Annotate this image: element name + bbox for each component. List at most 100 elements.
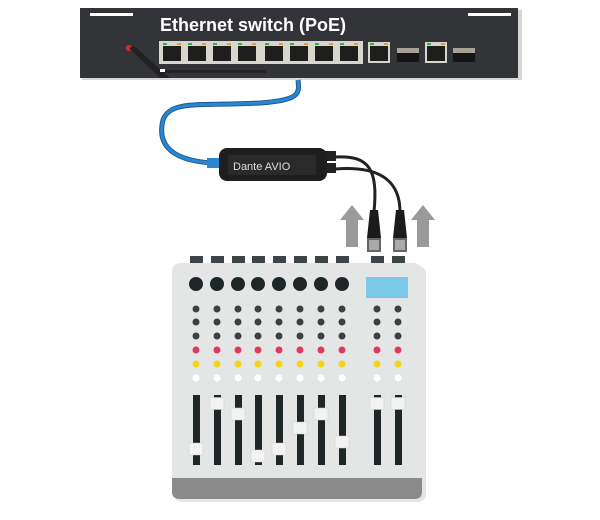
ethernet-port — [338, 42, 360, 63]
input-jack — [252, 256, 265, 263]
led-indicator — [234, 374, 242, 382]
knob-small[interactable] — [213, 332, 221, 340]
input-jack — [336, 256, 349, 263]
dante-avio-adapter: Dante AVIO — [219, 148, 336, 181]
knob-small[interactable] — [234, 332, 242, 340]
ethernet-port — [313, 42, 335, 63]
led-indicator — [338, 346, 346, 354]
led-indicator — [394, 374, 402, 382]
knob-small[interactable] — [373, 318, 381, 326]
fader-track — [374, 395, 381, 465]
input-jack — [371, 256, 384, 263]
fader-handle[interactable] — [271, 442, 287, 456]
knob-small[interactable] — [296, 332, 304, 340]
led-indicator — [394, 360, 402, 368]
knob-small[interactable] — [317, 318, 325, 326]
fader-handle[interactable] — [188, 442, 204, 456]
xlr-cable-1 — [334, 155, 377, 213]
knob-icon[interactable] — [210, 277, 224, 291]
rj45-plug — [207, 158, 220, 168]
channel-strip — [313, 256, 329, 465]
knob-small[interactable] — [296, 318, 304, 326]
led-indicator — [254, 360, 262, 368]
knob-small[interactable] — [192, 318, 200, 326]
knob-small[interactable] — [275, 305, 283, 313]
led-indicator — [373, 374, 381, 382]
fader-handle[interactable] — [390, 397, 406, 410]
knob-icon[interactable] — [335, 277, 349, 291]
adapter-label: Dante AVIO — [233, 161, 291, 173]
knob-small[interactable] — [192, 332, 200, 340]
knob-small[interactable] — [338, 332, 346, 340]
knob-icon[interactable] — [293, 277, 307, 291]
fader-handle[interactable] — [250, 449, 266, 463]
knob-small[interactable] — [254, 305, 262, 313]
knob-small[interactable] — [394, 332, 402, 340]
knob-icon[interactable] — [189, 277, 203, 291]
fader-handle[interactable] — [292, 421, 308, 435]
knob-small[interactable] — [317, 332, 325, 340]
channel-strip — [230, 256, 246, 465]
knob-small[interactable] — [338, 318, 346, 326]
knob-small[interactable] — [234, 305, 242, 313]
knob-small[interactable] — [373, 332, 381, 340]
fader-handle[interactable] — [369, 397, 385, 410]
fader-track — [318, 395, 325, 465]
knob-icon[interactable] — [251, 277, 265, 291]
fader-track — [193, 395, 200, 465]
knob-small[interactable] — [394, 318, 402, 326]
knob-icon[interactable] — [314, 277, 328, 291]
led-indicator — [254, 346, 262, 354]
led-indicator — [296, 374, 304, 382]
knob-small[interactable] — [213, 318, 221, 326]
led-indicator — [275, 346, 283, 354]
knob-small[interactable] — [338, 305, 346, 313]
led-indicator — [213, 360, 221, 368]
led-indicator — [192, 346, 200, 354]
fader-track — [276, 395, 283, 465]
knob-small[interactable] — [254, 318, 262, 326]
fader-handle[interactable] — [230, 407, 246, 421]
ethernet-port — [368, 42, 390, 63]
led-indicator — [213, 374, 221, 382]
knob-small[interactable] — [275, 318, 283, 326]
fader-track — [235, 395, 242, 465]
master-channel-strip — [369, 256, 385, 465]
knob-small[interactable] — [296, 305, 304, 313]
led-indicator — [317, 374, 325, 382]
knob-small[interactable] — [373, 305, 381, 313]
fader-handle[interactable] — [334, 435, 350, 449]
led-indicator — [192, 360, 200, 368]
led-indicator — [234, 360, 242, 368]
sfp-slot — [453, 48, 475, 62]
led-indicator — [373, 360, 381, 368]
led-indicator — [394, 346, 402, 354]
knob-small[interactable] — [275, 332, 283, 340]
input-jack — [211, 256, 224, 263]
switch-title: Ethernet switch (PoE) — [160, 15, 346, 35]
xlr-connector-2 — [393, 210, 407, 252]
fader-handle[interactable] — [313, 407, 329, 421]
knob-icon[interactable] — [231, 277, 245, 291]
xlr-cable-2 — [334, 166, 402, 213]
led-indicator — [317, 360, 325, 368]
ethernet-port — [288, 42, 310, 63]
fader-handle[interactable] — [209, 397, 225, 410]
knob-small[interactable] — [192, 305, 200, 313]
input-jack — [315, 256, 328, 263]
knob-small[interactable] — [254, 332, 262, 340]
led-indicator — [275, 360, 283, 368]
knob-small[interactable] — [234, 318, 242, 326]
led-indicator — [296, 360, 304, 368]
ethernet-switch: Ethernet switch (PoE) — [80, 8, 522, 80]
input-jack — [232, 256, 245, 263]
led-indicator — [234, 346, 242, 354]
channel-strip — [292, 256, 308, 465]
channel-strip — [188, 256, 204, 465]
knob-small[interactable] — [317, 305, 325, 313]
knob-small[interactable] — [394, 305, 402, 313]
master-channel-strip — [390, 256, 406, 465]
knob-small[interactable] — [213, 305, 221, 313]
ethernet-port — [186, 42, 208, 63]
knob-icon[interactable] — [272, 277, 286, 291]
